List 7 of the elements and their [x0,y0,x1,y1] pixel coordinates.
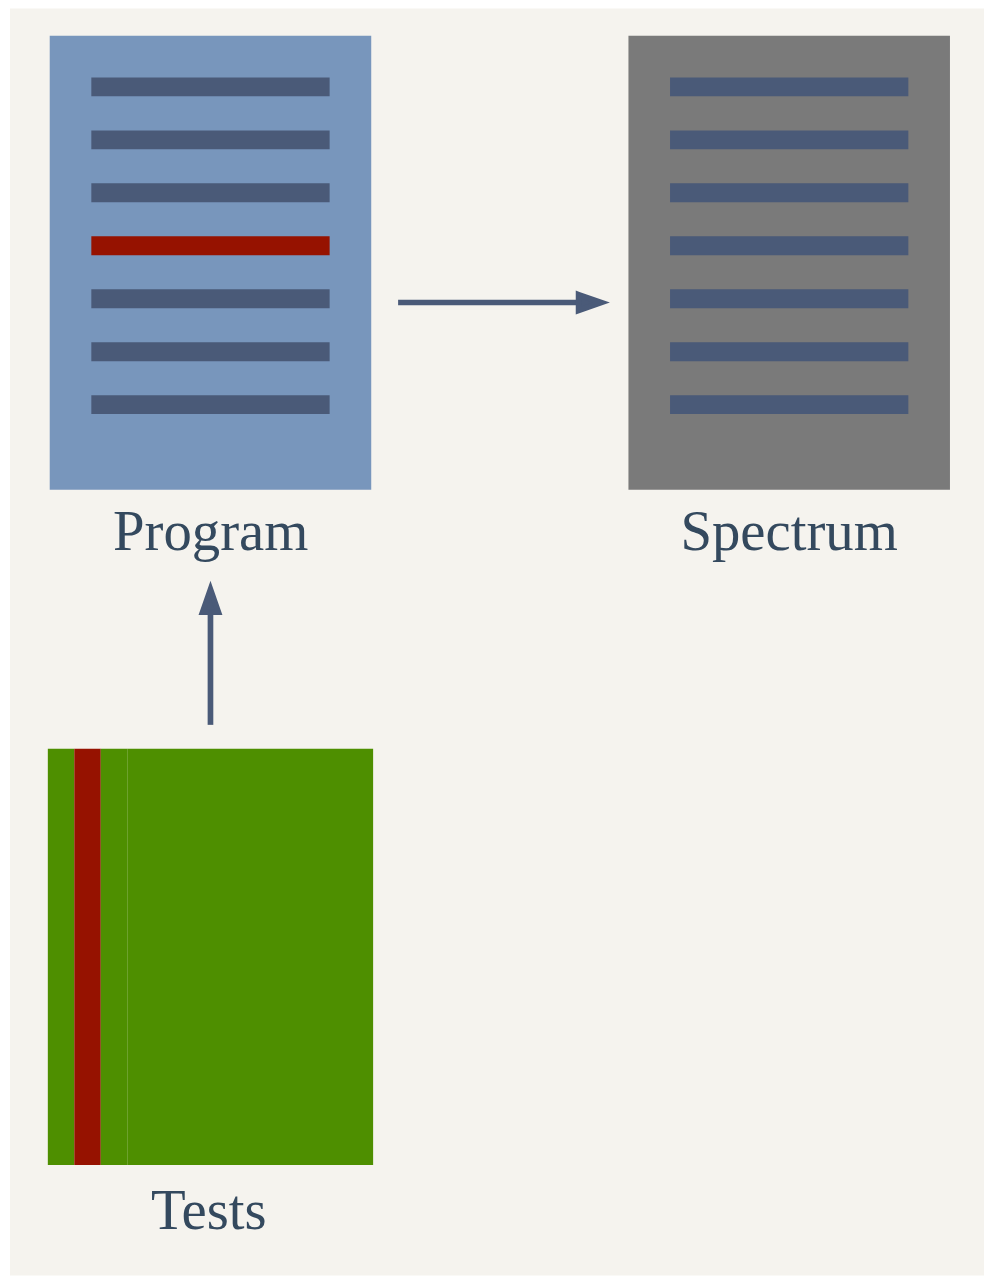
arrow [198,580,222,725]
node-label: Spectrum [679,499,898,563]
node-box [627,35,950,490]
node-box [49,35,371,490]
arrow [397,290,610,315]
node-label: Program [112,499,308,563]
node-label: Tests [150,1178,267,1242]
